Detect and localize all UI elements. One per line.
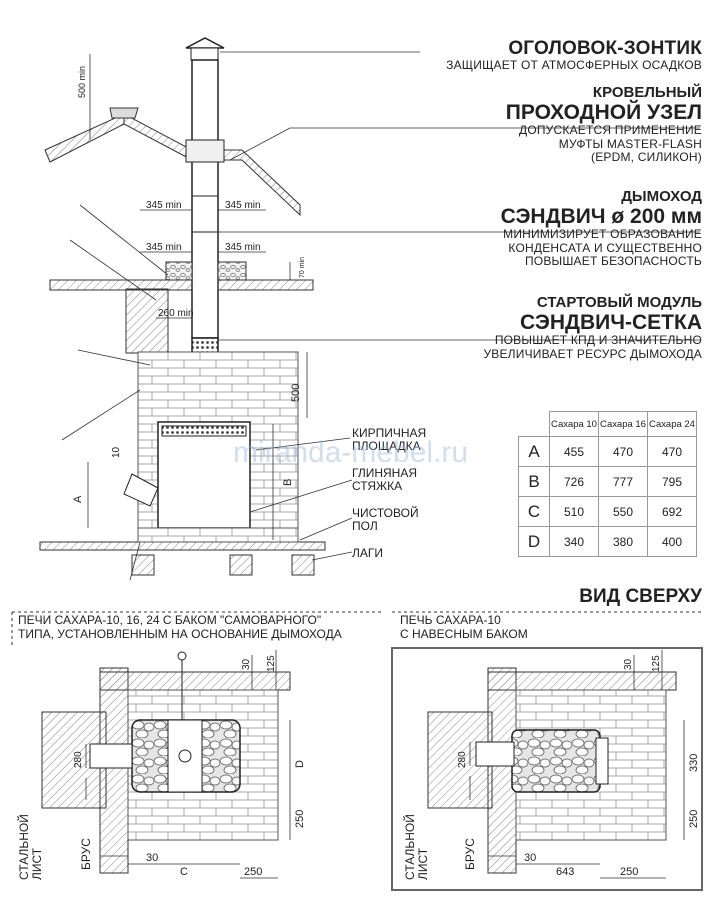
heading-roof: КРОВЕЛЬНЫЙ ПРОХОДНОЙ УЗЕЛ ДОПУСКАЕТСЯ ПР… [506,84,702,165]
table-cell: 692 [647,496,697,527]
dim-250: 250 [294,809,306,828]
chimney-text: МИНИМИЗИРУЕТ ОБРАЗОВАНИЕ КОНДЕНСАТА И СУ… [503,227,702,268]
watermark: miranda-mebel.ru [233,436,469,469]
table-row: B 726 777 795 [518,466,697,497]
dim-250: 250 [244,866,263,878]
ceiling [49,261,314,354]
label-finished-floor: ЧИСТОВОЙ ПОЛ [352,506,419,533]
dim-30: 30 [524,852,537,864]
cap-title: ОГОЛОВОК-ЗОНТИК [508,38,702,59]
row-label: A [518,436,550,467]
table-header-row: Сахара 10 Сахара 16 Сахара 24 [518,411,697,437]
table-cell: 455 [549,436,599,467]
top-view-right-caption: ПЕЧЬ САХАРА-10 С НАВЕСНЫМ БАКОМ [400,613,528,641]
label-beam: БРУС [463,838,477,870]
heading-chimney: ДЫМОХОД СЭНДВИЧ ø 200 мм МИНИМИЗИРУЕТ ОБ… [501,188,702,269]
table-row: C 510 550 692 [518,496,697,527]
table-row: A 455 470 470 [518,436,697,467]
start-title: СЭНДВИЧ-СЕТКА [520,311,702,334]
dim-125: 125 [266,655,277,672]
table-cell: 510 [549,496,599,527]
dim-30: 30 [623,658,634,670]
row-label: D [518,526,550,557]
table-row: D 340 380 400 [518,526,697,557]
dim-10: 10 [111,446,122,458]
dim-280: 280 [457,751,468,768]
row-label: B [518,466,550,497]
label-beam: БРУС [79,838,93,870]
table-cell: 470 [647,436,697,467]
table-cell: 777 [598,466,648,497]
dim-B: B [282,478,294,486]
roof-text: ДОПУСКАЕТСЯ ПРИМЕНЕНИЕ МУФТЫ MASTER-FLAS… [519,123,702,164]
dim-643: 643 [556,866,575,878]
table-cell: 550 [598,496,648,527]
table-col-header: Сахара 16 [598,411,648,437]
table-col-header: Сахара 10 [549,411,599,437]
dim-280: 280 [73,751,84,768]
table-cell: 470 [598,436,648,467]
label-steel-sheet: СТАЛЬНОЙ ЛИСТ [403,814,430,880]
table-cell: 400 [647,526,697,557]
dim-250: 250 [620,866,639,878]
table-cell: 795 [647,466,697,497]
dim-500-min: 500 min [77,65,87,98]
dim-345-min: 345 min [225,242,261,253]
roof-line1: КРОВЕЛЬНЫЙ [592,84,702,101]
dim-A: A [72,495,84,503]
row-label: C [518,496,550,527]
dim-70-min: 70 min [299,256,306,278]
dim-345-min: 345 min [225,200,261,211]
label-joists: ЛАГИ [352,546,384,560]
label-brick-platform: КИРПИЧНАЯ ПЛОЩАДКА [352,426,427,453]
dim-D: D [294,760,306,768]
dim-500: 500 [290,383,302,402]
table-cell: 340 [549,526,599,557]
chimney-line1: ДЫМОХОД [621,188,702,205]
dim-260-min: 260 min [158,308,194,319]
top-view-right [391,611,703,891]
label-steel-sheet: СТАЛЬНОЙ ЛИСТ [17,814,44,880]
start-text: ПОВЫШАЕТ КПД И ЗНАЧИТЕЛЬНО УВЕЛИЧИВАЕТ Р… [483,333,702,361]
start-line1: СТАРТОВЫЙ МОДУЛЬ [536,294,702,311]
top-view-title: ВИД СВЕРХУ [579,586,702,607]
top-view-left [11,611,384,879]
cap-text: ЗАЩИЩАЕТ ОТ АТМОСФЕРНЫХ ОСАДКОВ [446,58,702,72]
dimensions-table: Сахара 10 Сахара 16 Сахара 24 A 455 470 … [518,411,697,557]
chimney-title: СЭНДВИЧ ø 200 мм [500,205,702,228]
roof-title: ПРОХОДНОЙ УЗЕЛ [505,101,702,124]
dim-250: 250 [688,809,700,828]
stove [123,421,251,529]
dim-330: 330 [688,753,700,772]
top-view-left-caption: ПЕЧИ САХАРА-10, 16, 24 С БАКОМ "САМОВАРН… [18,613,342,641]
dim-125: 125 [651,655,662,672]
heading-start: СТАРТОВЫЙ МОДУЛЬ СЭНДВИЧ-СЕТКА ПОВЫШАЕТ … [483,294,702,361]
table-col-header: Сахара 24 [647,411,697,437]
chimney-pipe [191,59,219,339]
dim-345-min: 345 min [146,242,182,253]
floor [39,527,326,576]
table-cell: 726 [549,466,599,497]
heading-cap: ОГОЛОВОК-ЗОНТИК ЗАЩИЩАЕТ ОТ АТМОСФЕРНЫХ … [446,38,702,73]
dim-C: C [180,866,188,878]
chimney-cap [185,37,225,61]
table-cell: 380 [598,526,648,557]
dim-345-min: 345 min [146,200,182,211]
dim-30: 30 [146,852,159,864]
dim-30: 30 [241,658,252,670]
label-clay-screed: ГЛИНЯНАЯ СТЯЖКА [352,466,417,493]
